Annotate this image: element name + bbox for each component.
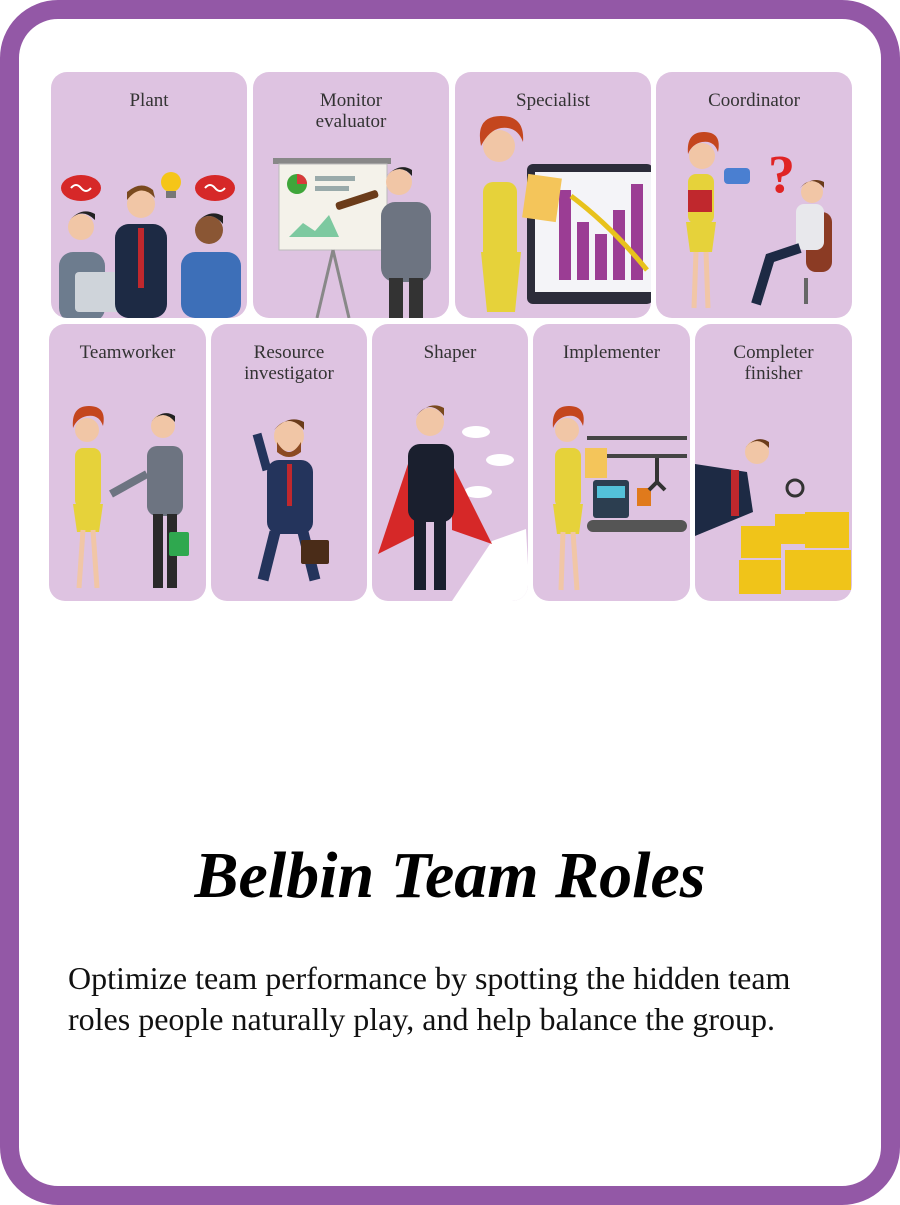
teamworker-illustration	[72, 406, 189, 589]
role-tile-monitor-evaluator: Monitor evaluator	[253, 72, 449, 318]
monitor-evaluator-illustration	[273, 158, 431, 318]
plant-illustration	[59, 172, 241, 318]
role-label-resource-investigator: Resource investigator	[244, 342, 334, 384]
role-tile-coordinator: ? Coordinator	[656, 72, 852, 318]
role-tile-specialist: Specialist	[455, 72, 651, 318]
role-label-implementer: Implementer	[562, 342, 661, 363]
resource-investigator-illustration	[252, 419, 329, 582]
role-tile-teamworker: Teamworker	[49, 324, 206, 601]
card-description: Optimize team performance by spotting th…	[68, 960, 791, 1037]
role-label-coordinator: Coordinator	[708, 90, 800, 111]
card-title: Belbin Team Roles	[194, 839, 706, 912]
role-tile-shaper: Shaper	[372, 324, 528, 601]
role-label-shaper: Shaper	[423, 342, 477, 363]
role-tile-resource-investigator: Resource investigator	[211, 324, 367, 601]
svg-text:?: ?	[768, 144, 795, 204]
completer-finisher-illustration	[695, 439, 851, 594]
role-tile-implementer: Implementer	[533, 324, 690, 601]
role-tile-completer-finisher: Completer finisher	[695, 324, 852, 601]
specialist-illustration	[479, 116, 651, 312]
role-label-completer-finisher: Completer finisher	[733, 342, 814, 384]
role-tile-plant: Plant	[51, 72, 247, 318]
role-label-plant: Plant	[129, 90, 169, 111]
shaper-illustration	[378, 405, 528, 601]
role-label-monitor-evaluator: Monitor evaluator	[315, 90, 387, 132]
role-label-teamworker: Teamworker	[79, 342, 176, 363]
coordinator-illustration: ?	[686, 132, 832, 309]
implementer-illustration	[552, 406, 687, 591]
role-label-specialist: Specialist	[516, 90, 590, 111]
